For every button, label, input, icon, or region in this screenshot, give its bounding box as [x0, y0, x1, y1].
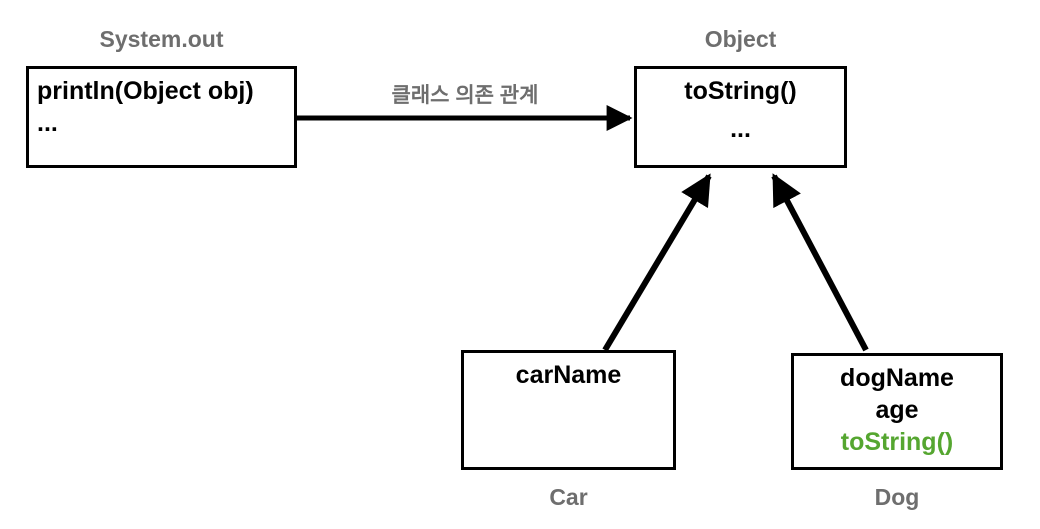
- dog-inheritance-arrow: [771, 173, 869, 352]
- edge-label-dependency: 클래스 의존 관계: [391, 84, 539, 107]
- member-tostring-override: toString(): [840, 428, 954, 456]
- class-members-dog: dogName age toString(): [794, 356, 1000, 458]
- member-println: println(Object obj): [37, 77, 254, 105]
- class-box-system-out[interactable]: println(Object obj) ...: [26, 66, 297, 168]
- class-members-system-out: println(Object obj) ...: [29, 69, 294, 139]
- member-tostring: toString(): [684, 77, 797, 105]
- member-dogname: dogName: [840, 364, 954, 392]
- member-ellipsis: ...: [37, 109, 58, 137]
- class-box-dog[interactable]: dogName age toString(): [791, 353, 1003, 470]
- car-inheritance-arrow: [602, 173, 712, 352]
- class-label-dog: Dog: [874, 484, 920, 510]
- class-box-car[interactable]: carName: [461, 350, 676, 470]
- class-label-car: Car: [549, 484, 588, 510]
- class-box-object[interactable]: toString() ...: [634, 66, 847, 168]
- class-label-object: Object: [704, 26, 777, 52]
- class-label-system-out: System.out: [99, 26, 224, 52]
- member-carname: carName: [515, 361, 622, 389]
- class-members-car: carName: [464, 353, 673, 391]
- member-age: age: [875, 396, 919, 424]
- member-ellipsis: ...: [730, 115, 751, 143]
- class-members-object: toString() ...: [637, 69, 844, 145]
